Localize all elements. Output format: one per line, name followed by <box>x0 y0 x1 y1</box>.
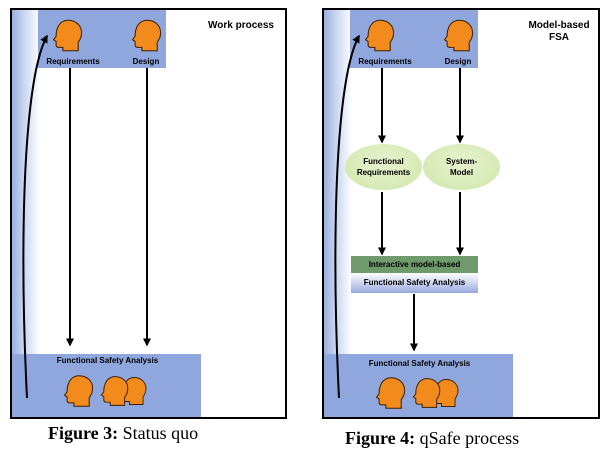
figure-4-caption-text: qSafe process <box>415 428 520 448</box>
requirements-person-head-icon <box>52 19 83 52</box>
figure-4-design-label: Design <box>444 57 472 66</box>
functional-requirements-line2: Requirements <box>356 168 411 177</box>
figure-4-fsa-person-head-icon-1 <box>375 377 406 409</box>
figure-3-fsa-label: Functional Safety Analysis <box>56 356 159 365</box>
figure-4-fsa-person-head-icon-2 <box>412 377 441 409</box>
figure-4-requirements-label: Requirements <box>358 57 412 66</box>
figure-3-design-label: Design <box>132 57 160 66</box>
figure-3-caption: Figure 3: Status quo <box>48 423 198 444</box>
figure-3-caption-number: Figure 3: <box>48 423 119 443</box>
functional-requirements-node: Functional Requirements <box>345 144 422 190</box>
interactive-fsa-line2: Functional Safety Analysis <box>351 273 478 293</box>
system-model-line2: Model <box>449 168 474 177</box>
interactive-fsa-line1: Interactive model-based <box>351 256 478 273</box>
fsa-person-head-icon-2 <box>100 375 129 407</box>
figure-4-feedback-arrow <box>334 34 360 399</box>
figure-4-caption-number: Figure 4: <box>345 428 416 448</box>
design-person-head-icon <box>131 19 162 52</box>
functional-requirements-line1: Functional <box>363 157 404 166</box>
figure-4-fsa-label: Functional Safety Analysis <box>368 359 471 368</box>
figure-4-title: Model-based FSA <box>518 20 600 44</box>
fsa-person-head-icon-1 <box>63 375 94 407</box>
figure-4-feedback-lane <box>324 10 352 354</box>
figure-4-design-person-head-icon <box>443 19 474 52</box>
interactive-fsa-node: Interactive model-based Functional Safet… <box>351 256 478 293</box>
figure-3-requirements-label: Requirements <box>46 57 100 66</box>
figure-3-frame <box>10 8 287 419</box>
figure-3-feedback-lane <box>12 10 40 354</box>
system-model-node: System- Model <box>423 144 500 190</box>
figure-4-requirements-person-head-icon <box>364 19 395 52</box>
figure-3-feedback-arrow <box>22 34 48 399</box>
figure-3-caption-text: Status quo <box>118 423 199 443</box>
figure-4-title-line2: FSA <box>549 32 569 43</box>
figure-3-title: Work process <box>208 20 274 31</box>
figure-4-title-line1: Model-based <box>528 20 590 31</box>
system-model-line1: System- <box>445 157 478 166</box>
figure-4-caption: Figure 4: qSafe process <box>345 428 519 449</box>
